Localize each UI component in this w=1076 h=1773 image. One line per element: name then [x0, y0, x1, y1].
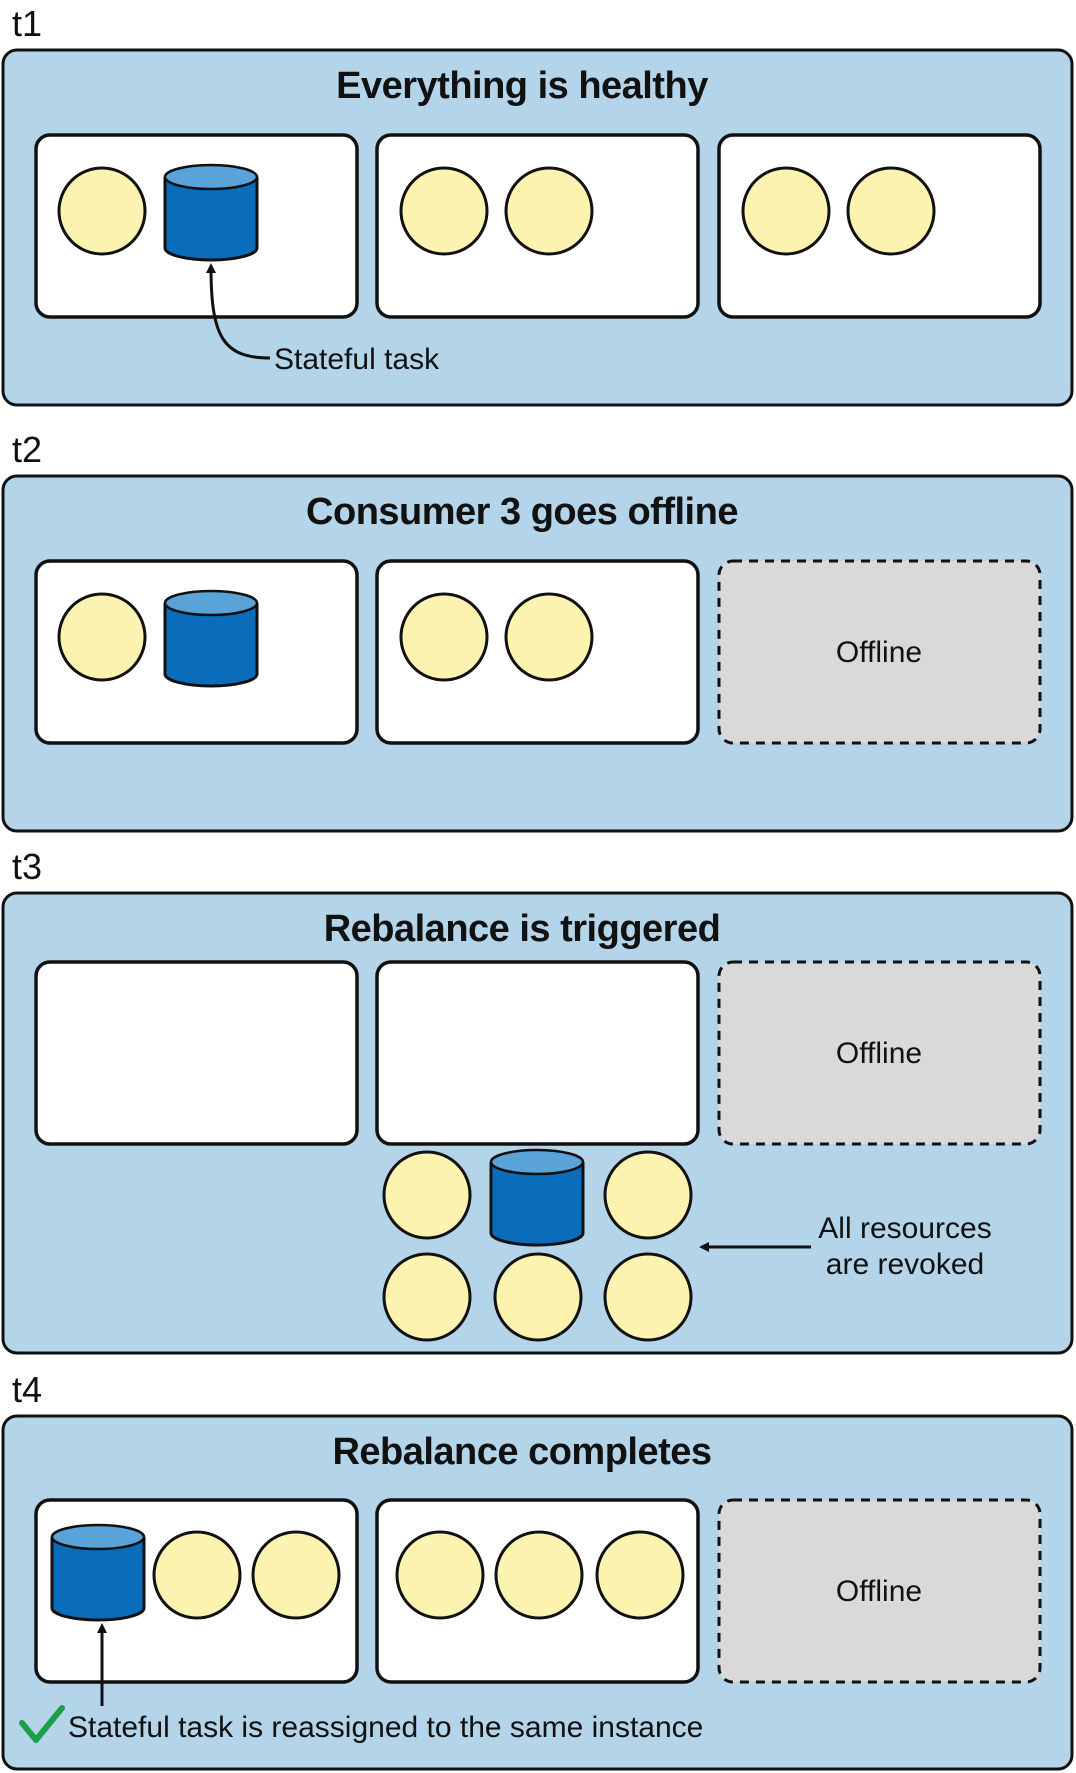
stage-t3: t3 Rebalance is triggered Offline All re… [1, 846, 1074, 1355]
task-circle [846, 166, 936, 256]
stage-label-t4: t4 [12, 1369, 42, 1410]
stage-title: Rebalance is triggered [324, 908, 721, 950]
task-circle [251, 1530, 341, 1620]
stage-t1: t1 Everything is healthy Stateful task [1, 3, 1074, 407]
stage-label-t3: t3 [12, 846, 42, 887]
task-circle [603, 1252, 693, 1342]
task-circle [493, 1252, 583, 1342]
revoked-annotation-line2: are revoked [826, 1248, 984, 1281]
offline-label: Offline [836, 1037, 922, 1070]
task-circle [504, 592, 594, 682]
task-circle [57, 592, 147, 682]
database-cylinder-icon [163, 589, 259, 688]
task-circle [57, 166, 147, 256]
offline-label: Offline [836, 636, 922, 669]
offline-consumer-box [717, 559, 1042, 745]
task-circle [382, 1150, 472, 1240]
stage-t2: t2 Consumer 3 goes offline Offline [1, 429, 1074, 833]
task-circle [504, 166, 594, 256]
stateful-task-arrow [206, 263, 271, 360]
database-cylinder-icon [50, 1523, 146, 1622]
revoked-annotation-line1: All resources [818, 1212, 991, 1245]
offline-label: Offline [836, 1575, 922, 1608]
task-circle [399, 166, 489, 256]
stage-label-t1: t1 [12, 3, 42, 44]
task-circle [741, 166, 831, 256]
database-cylinder-icon [489, 1148, 585, 1247]
consumer-box-2 [375, 960, 700, 1146]
offline-consumer-box [717, 960, 1042, 1146]
task-circle [382, 1252, 472, 1342]
task-circle [152, 1530, 242, 1620]
stage-title: Consumer 3 goes offline [306, 491, 738, 533]
stage-title: Everything is healthy [336, 65, 708, 107]
consumer-box-1 [34, 960, 359, 1146]
offline-consumer-box [717, 1498, 1042, 1684]
stage-t4: t4 Rebalance completes Offline Stateful … [1, 1369, 1074, 1771]
stateful-task-annotation: Stateful task [274, 343, 440, 376]
database-cylinder-icon [163, 163, 259, 262]
task-circle [395, 1530, 485, 1620]
checkmark-icon [19, 1705, 65, 1743]
stage-title: Rebalance completes [332, 1431, 711, 1473]
task-circle [595, 1530, 685, 1620]
task-circle [603, 1150, 693, 1240]
reassigned-annotation: Stateful task is reassigned to the same … [68, 1711, 703, 1744]
stage-label-t2: t2 [12, 429, 42, 470]
task-circle [494, 1530, 584, 1620]
task-circle [399, 592, 489, 682]
